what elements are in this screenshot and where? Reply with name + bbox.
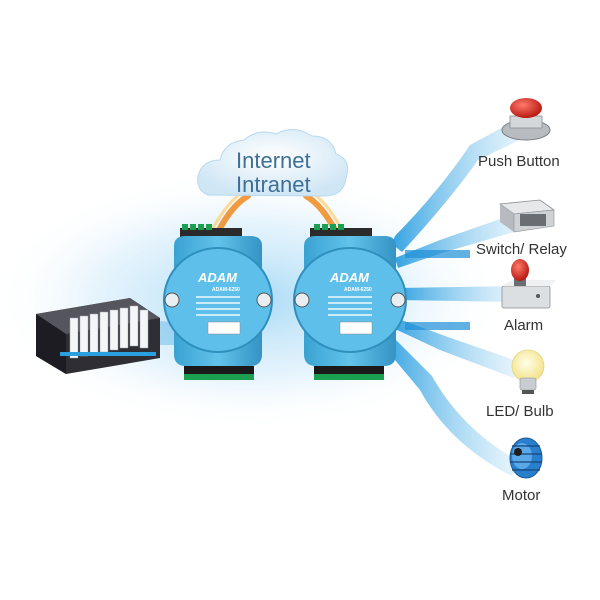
device-label-relay: Switch/ Relay bbox=[476, 241, 567, 258]
module-logo: ADAM bbox=[197, 270, 238, 285]
cloud-icon: Internet Intranet bbox=[197, 129, 349, 197]
connection-beams bbox=[385, 118, 528, 476]
module-model: ADAM-6250 bbox=[212, 287, 240, 293]
module-logo: ADAM bbox=[329, 270, 370, 285]
light-bulb-icon bbox=[511, 349, 545, 394]
adam-module-right: ADAM ADAM-6250 bbox=[293, 224, 407, 380]
device-label-bulb: LED/ Bulb bbox=[486, 403, 554, 420]
cloud-label-intranet: Intranet bbox=[236, 172, 311, 197]
motor-icon bbox=[509, 437, 543, 479]
cloud-label-internet: Internet bbox=[236, 148, 311, 173]
adam-module-left: ADAM ADAM-6250 bbox=[163, 224, 273, 380]
device-label-alarm: Alarm bbox=[504, 317, 543, 334]
device-label-motor: Motor bbox=[502, 487, 540, 504]
io-rack-icon bbox=[36, 298, 160, 374]
device-label-push-button: Push Button bbox=[478, 153, 560, 170]
relay-icon bbox=[498, 199, 556, 233]
push-button-icon bbox=[501, 98, 551, 141]
alarm-light-icon bbox=[501, 259, 556, 309]
module-model: ADAM-6250 bbox=[344, 287, 372, 293]
